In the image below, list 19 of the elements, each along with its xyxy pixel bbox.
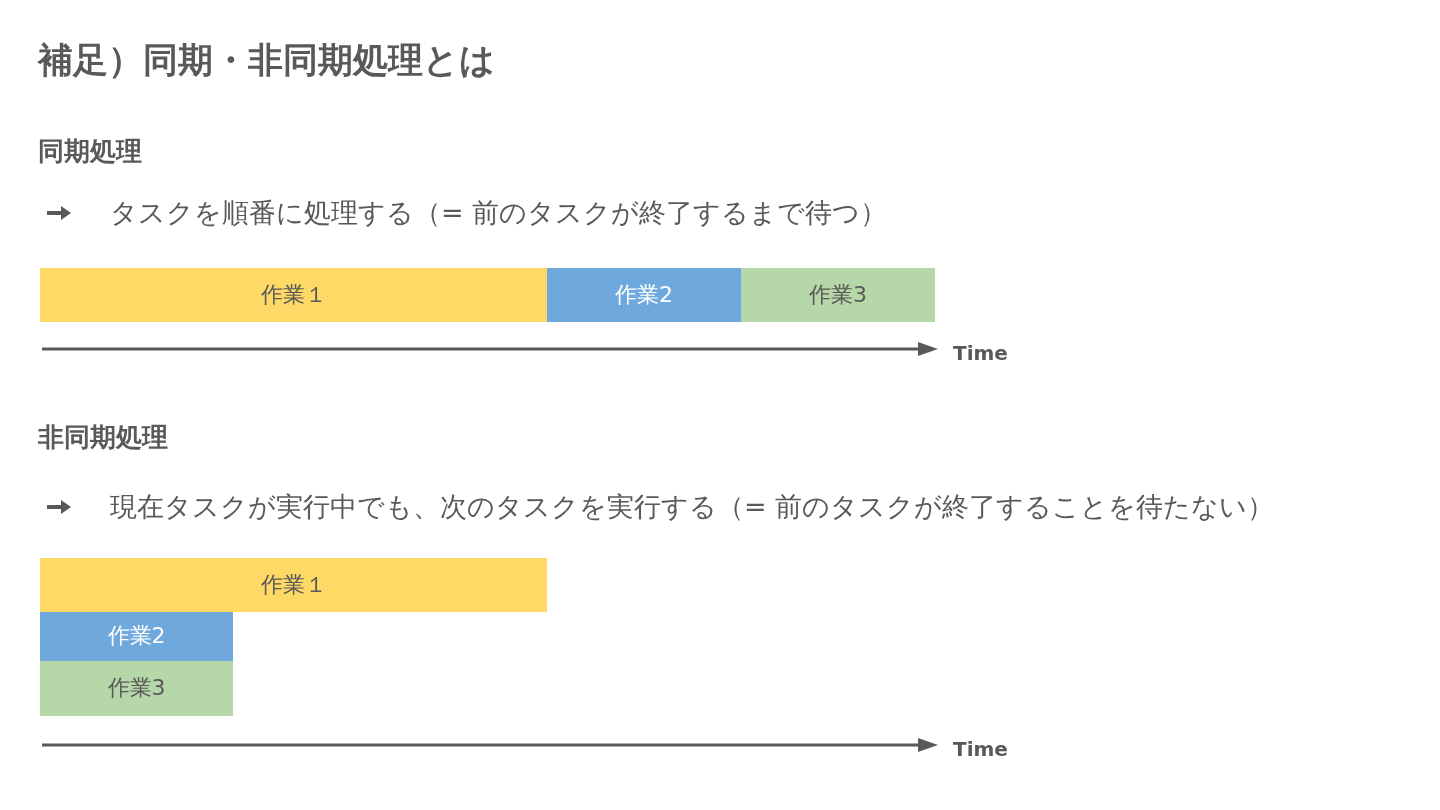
description-text: 現在タスクが実行中でも、次のタスクを実行する（= 前のタスクが終了することを待たない）	[110, 490, 1275, 524]
axis-label: Time	[953, 341, 1008, 365]
task-bar	[40, 661, 233, 716]
task-label: 作業3	[809, 281, 867, 309]
task-bar	[40, 558, 547, 612]
task-label: 作業１	[260, 281, 327, 309]
task-label: 作業3	[107, 675, 166, 702]
description-text: タスクを順番に処理する（= 前のタスクが終了するまで待つ）	[110, 196, 888, 230]
task-label: 作業１	[260, 571, 327, 599]
task-bar	[40, 612, 233, 661]
task-bar	[741, 268, 935, 322]
section-heading: 同期処理	[38, 136, 142, 168]
section-heading: 非同期処理	[38, 422, 168, 454]
axis-label: Time	[953, 737, 1008, 761]
task-label: 作業2	[107, 623, 166, 650]
page-title: 補足）同期・非同期処理とは	[38, 39, 495, 81]
task-label: 作業2	[615, 281, 673, 309]
task-bar	[547, 268, 741, 322]
task-bar	[40, 268, 547, 322]
